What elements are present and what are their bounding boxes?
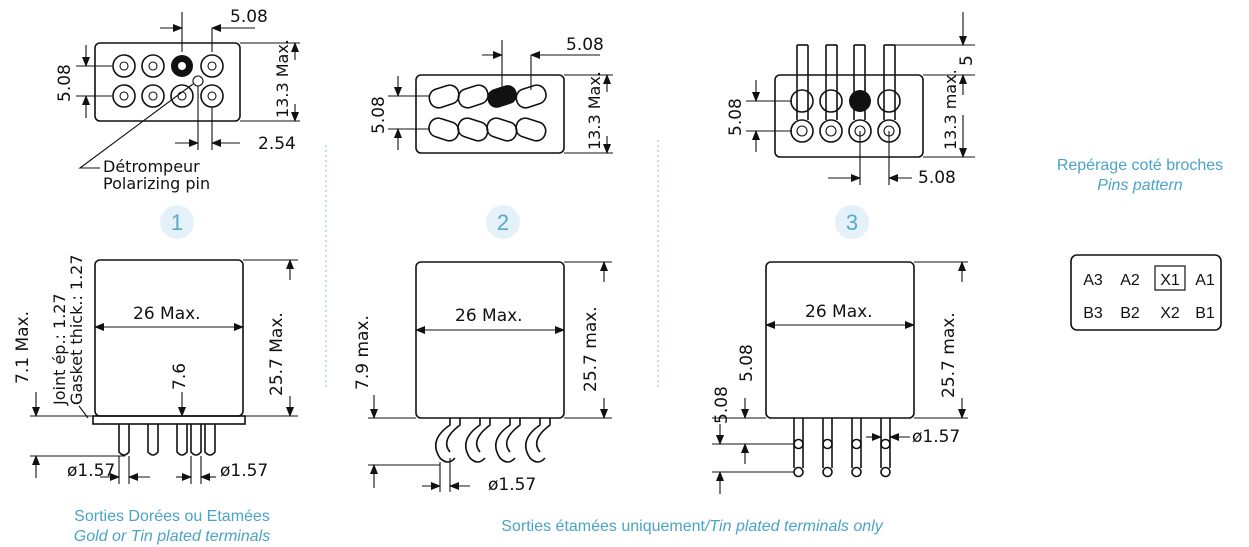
hook-terminals (434, 418, 551, 463)
pin-pattern-box: A3 A2 X1 A1 B3 B2 X2 B1 (1070, 254, 1222, 331)
svg-text:2: 2 (497, 210, 509, 235)
dim-pin-dia-2: ø1.57 (488, 475, 536, 495)
dim-pin-dia-right: ø1.57 (220, 461, 268, 481)
caption1-en: Gold or Tin plated terminals (74, 528, 270, 545)
dim-pin-dia-left: ø1.57 (67, 461, 115, 481)
pin-label-A3: A3 (1083, 272, 1103, 289)
dim-body-height-2: 25.7 max. (581, 306, 601, 392)
gasket-label-fr: Joint ép.: 1.27 (50, 293, 69, 406)
dim-width: 26 Max. (133, 304, 201, 324)
badge-1: 1 (160, 205, 194, 239)
pin-label-A1: A1 (1195, 272, 1215, 289)
view3-top-pin-layout: 5 5.08 13.3 max. 5.08 (726, 12, 977, 188)
dim-height-max: 13.3 Max. (273, 39, 292, 118)
svg-text:3: 3 (846, 210, 858, 235)
gasket-label-en: Gasket thick.: 1.27 (67, 254, 86, 405)
dim-body-height: 25.7 Max. (267, 312, 287, 396)
view2-side-body: 26 Max. 25.7 max. 7.9 max. ø1.57 (353, 261, 612, 495)
dim-pin-length-2: 7.9 max. (353, 315, 373, 390)
view1-top-pin-layout: 5.08 5.08 13.3 Max. 2.54 Détrompeur Pola… (55, 7, 300, 193)
polarizing-label-fr: Détrompeur (103, 157, 200, 176)
pin-label-B3: B3 (1083, 305, 1103, 322)
badge-3: 3 (835, 205, 869, 239)
pin-label-B2: B2 (1120, 305, 1140, 322)
pin-holes-row1 (112, 54, 224, 78)
dim-top-pin: 5 (957, 55, 977, 66)
pin-label-X1: X1 (1160, 272, 1180, 289)
straight-pins (793, 418, 891, 478)
dim-height-max-3: 13.3 max. (941, 69, 960, 150)
dim-top-pitch: 5.08 (230, 7, 268, 27)
solder-lugs (428, 84, 547, 142)
dim-pin-dia-3: ø1.57 (912, 427, 960, 447)
pin-pattern-title-fr: Repérage coté broches (1057, 157, 1223, 174)
view1-side-body: 26 Max. 25.7 Max. 7.1 Max. Joint ép.: 1.… (13, 254, 298, 484)
dim-bottom-pitch-3: 5.08 (918, 168, 956, 188)
caption1-fr: Sorties Dorées ou Etamées (74, 508, 270, 525)
dim-left-pitch: 5.08 (55, 64, 75, 102)
dim-height-max-2: 13.3 Max. (585, 71, 604, 150)
dim-pin-a: 5.08 (737, 344, 757, 382)
caption-shared: Sorties étamées uniquement/Tin plated te… (501, 518, 883, 535)
dim-left-pitch-3: 5.08 (726, 98, 746, 136)
dim-offset: 2.54 (258, 134, 296, 154)
dim-pin-b: 5.08 (712, 386, 732, 424)
pin-label-B1: B1 (1195, 305, 1215, 322)
pin-pattern-title-en: Pins pattern (1097, 177, 1182, 194)
dim-width-2: 26 Max. (455, 306, 523, 326)
dim-body-height-3: 25.7 max. (939, 312, 959, 398)
pin-label-A2: A2 (1120, 272, 1140, 289)
view3-side-body: 26 Max. 25.7 max. 5.08 5.08 ø1.57 (712, 261, 968, 494)
dim-left-pitch-2: 5.08 (369, 96, 389, 134)
dim-pin-length: 7.1 Max. (13, 311, 33, 384)
badge-2: 2 (486, 205, 520, 239)
dim-top-pitch-2: 5.08 (566, 35, 604, 55)
view2-top-pin-layout: 5.08 5.08 13.3 Max. (369, 35, 613, 154)
svg-text:1: 1 (171, 210, 183, 235)
polarizing-label-en: Polarizing pin (103, 174, 210, 193)
pin-label-X2: X2 (1160, 305, 1180, 322)
dim-width-3: 26 Max. (805, 302, 873, 322)
dim-center-spacing: 7.6 (170, 363, 190, 390)
